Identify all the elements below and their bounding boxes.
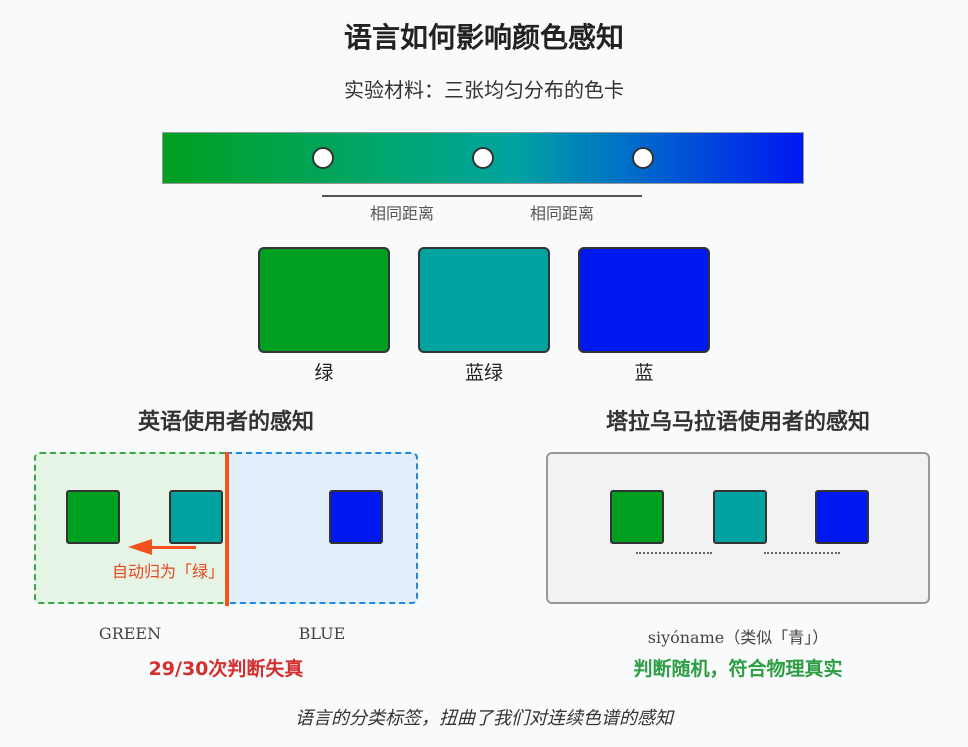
spectrum-marker-blue — [632, 147, 654, 169]
spectrum-marker-teal — [472, 147, 494, 169]
tamara-swatch-green — [610, 490, 664, 544]
card-label-teal: 蓝绿 — [464, 362, 503, 384]
english-swatch-green — [66, 490, 120, 544]
page-title: 语言如何影响颜色感知 — [343, 21, 624, 54]
tamara-swatch-blue — [815, 490, 869, 544]
zone-label-siyoname: siyóname（类似「青」） — [647, 628, 829, 647]
footer-caption: 语言的分类标签，扭曲了我们对连续色谱的感知 — [295, 708, 673, 729]
tamara-verdict: 判断随机，符合物理真实 — [633, 658, 843, 680]
english-swatch-teal — [169, 490, 223, 544]
color-card-green — [258, 247, 390, 353]
english-swatch-blue — [329, 490, 383, 544]
arrow-left-icon — [128, 539, 152, 555]
english-verdict: 29/30次判断失真 — [148, 658, 304, 680]
card-label-green: 绿 — [314, 362, 334, 384]
card-label-blue: 蓝 — [634, 362, 654, 384]
page-subtitle: 实验材料：三张均匀分布的色卡 — [344, 78, 624, 102]
tamara-section-title: 塔拉乌马拉语使用者的感知 — [605, 410, 870, 435]
distance-label-2: 相同距离 — [529, 204, 594, 223]
english-blue-zone — [226, 452, 418, 604]
color-card-teal — [418, 247, 550, 353]
zone-label-green: GREEN — [98, 624, 162, 643]
spectrum-marker-green — [312, 147, 334, 169]
tamara-dotted-link-1 — [636, 552, 712, 554]
color-card-blue — [578, 247, 710, 353]
tamara-dotted-link-2 — [764, 552, 840, 554]
tamara-swatch-teal — [713, 490, 767, 544]
distance-label-1: 相同距离 — [369, 204, 434, 223]
arrow-annotation: 自动归为「绿」 — [111, 562, 224, 581]
english-section-title: 英语使用者的感知 — [137, 410, 314, 435]
distance-bracket — [322, 195, 642, 197]
arrow-shaft — [150, 546, 196, 549]
zone-label-blue: BLUE — [298, 624, 346, 643]
category-boundary-line — [225, 452, 229, 606]
